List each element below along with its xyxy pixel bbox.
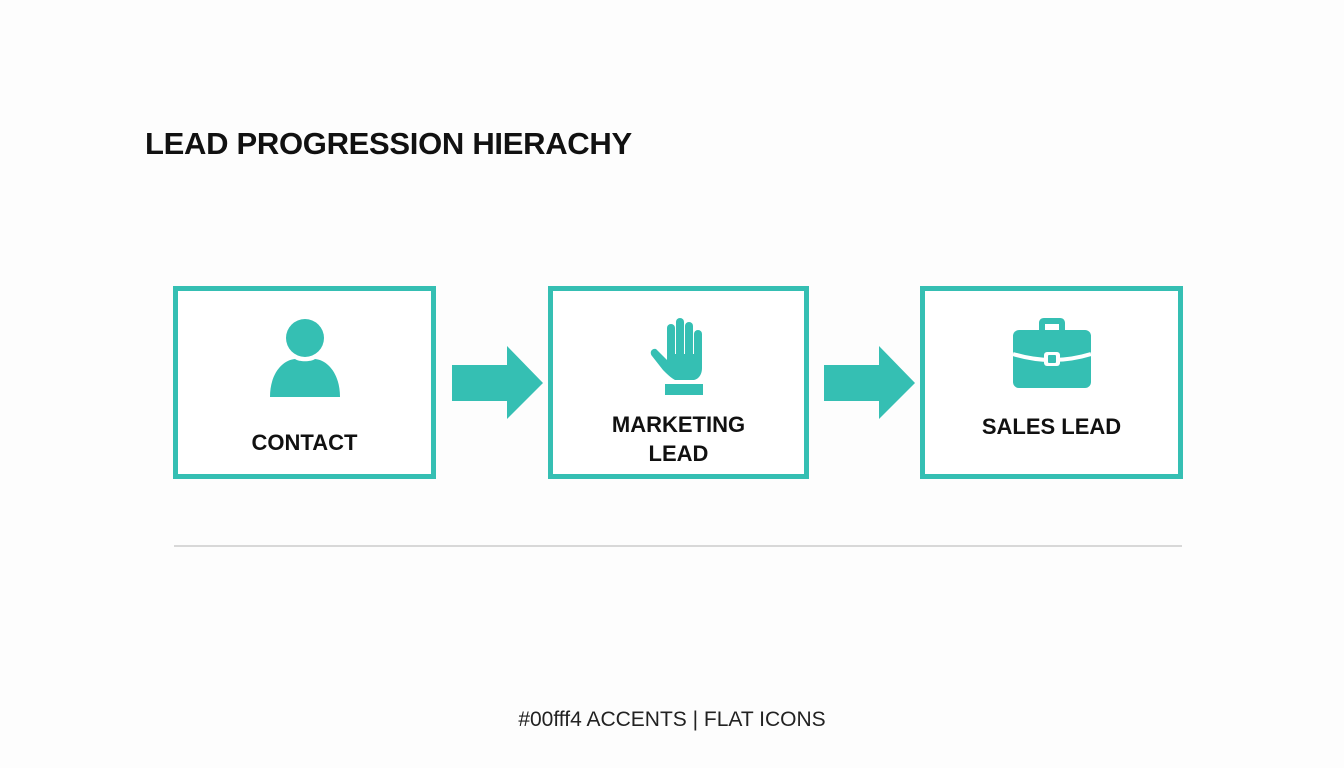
diagram-title: LEAD PROGRESSION HIERACHY [145, 126, 632, 161]
stage-label: SALES LEAD [981, 414, 1122, 439]
briefcase-icon [1011, 318, 1092, 393]
person-icon [269, 319, 341, 404]
raised-hand-icon [649, 316, 709, 401]
stage-box-marketing-lead: MARKETING LEAD [548, 286, 809, 479]
arrow-right-icon [452, 346, 544, 425]
stage-label: MARKETING LEAD [611, 412, 746, 466]
divider [174, 545, 1182, 547]
stage-label: CONTACT [251, 430, 358, 455]
stage-box-contact: CONTACT [173, 286, 436, 479]
footer-caption: #00fff4 ACCENTS | FLAT ICONS [518, 708, 826, 731]
arrow-right-icon [824, 346, 916, 425]
stage-box-sales-lead: SALES LEAD [920, 286, 1183, 479]
